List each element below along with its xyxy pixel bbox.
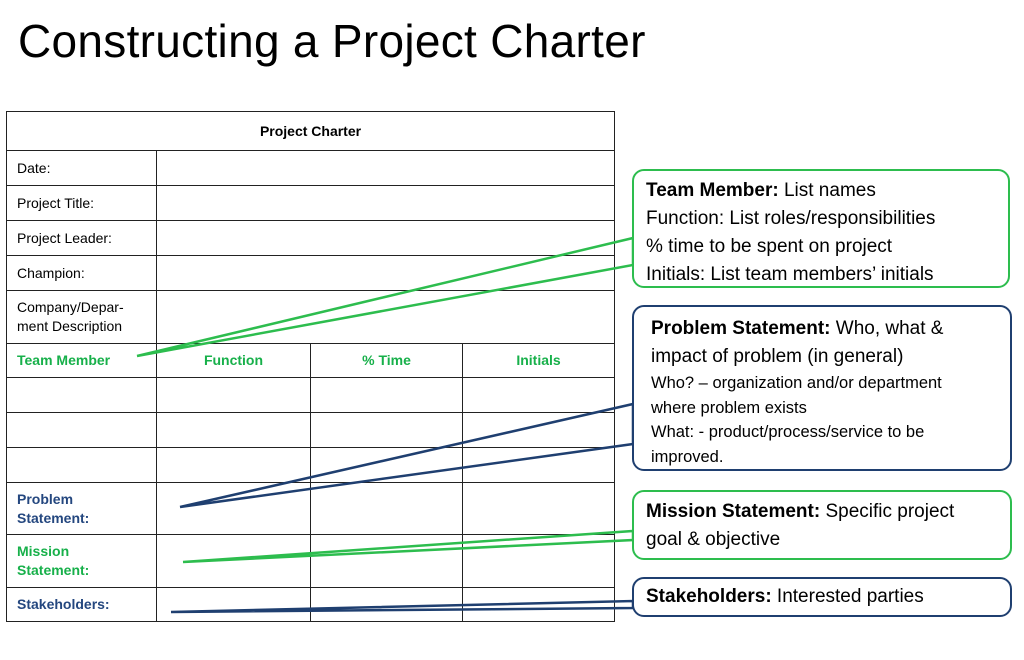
stakeholders-callout-title: Stakeholders:: [646, 586, 772, 607]
initials-header: Initials: [461, 343, 616, 378]
problem-cell[interactable]: [461, 482, 616, 535]
project-leader-label: Project Leader:: [6, 220, 157, 256]
project-title-value-cell[interactable]: [155, 185, 616, 221]
project-leader-value-cell[interactable]: [155, 220, 616, 256]
team-member-callout: Team Member: List names Function: List r…: [632, 169, 1010, 288]
team-callout-line: % time to be spent on project: [646, 236, 893, 257]
stakeholders-label: Stakeholders:: [6, 587, 157, 622]
problem-statement-label: Problem Statement:: [6, 482, 157, 535]
mission-cell[interactable]: [156, 534, 311, 588]
team-cell[interactable]: [6, 412, 157, 448]
team-row: [6, 412, 616, 448]
mission-callout-title-rest: Specific project: [820, 501, 955, 522]
mission-label-line-1: Mission: [17, 543, 70, 560]
team-cell[interactable]: [6, 447, 157, 483]
company-description-label: Company/Depar- ment Description: [6, 290, 157, 344]
team-cell[interactable]: [310, 447, 463, 483]
mission-statement-callout: Mission Statement: Specific project goal…: [632, 490, 1012, 560]
problem-callout-line-2: impact of problem (in general): [651, 346, 904, 367]
team-callout-line: Function: List roles/responsibilities: [646, 208, 936, 229]
team-callout-title-rest: List names: [778, 180, 876, 201]
problem-cell[interactable]: [310, 482, 463, 535]
project-title-label: Project Title:: [6, 185, 157, 221]
date-value-cell[interactable]: [155, 150, 616, 186]
company-description-line-2: ment Description: [17, 318, 123, 334]
mission-cell[interactable]: [310, 534, 463, 588]
mission-callout-line-2: goal & objective: [646, 529, 781, 550]
stakeholders-callout: Stakeholders: Interested parties: [632, 577, 1012, 617]
problem-statement-callout: Problem Statement: Who, what & impact of…: [632, 305, 1012, 471]
mission-callout-title-line: Mission Statement: Specific project: [646, 498, 998, 526]
percent-time-header: % Time: [310, 343, 463, 378]
team-callout-title-line: Team Member: List names: [646, 177, 996, 205]
problem-callout-detail: where problem exists: [651, 398, 807, 417]
stakeholders-cell[interactable]: [156, 587, 311, 622]
team-row: [6, 377, 616, 413]
problem-callout-detail: Who? – organization and/or department: [651, 374, 942, 392]
team-row: [6, 447, 616, 483]
problem-callout-title-line: Problem Statement: Who, what &: [651, 315, 998, 343]
company-description-value-cell[interactable]: [155, 290, 616, 344]
mission-callout-title: Mission Statement:: [646, 501, 821, 522]
problem-cell[interactable]: [156, 482, 311, 535]
team-callout-line: Initials: List team members’ initials: [646, 264, 934, 285]
team-cell[interactable]: [310, 412, 463, 448]
stakeholders-callout-title-rest: Interested parties: [771, 586, 924, 607]
team-callout-title: Team Member:: [646, 180, 779, 201]
team-cell[interactable]: [310, 377, 463, 413]
mission-statement-label: Mission Statement:: [6, 534, 157, 588]
problem-callout-title-rest: Who, what &: [830, 318, 944, 339]
stakeholders-cell[interactable]: [310, 587, 463, 622]
champion-label: Champion:: [6, 255, 157, 291]
date-label: Date:: [6, 150, 157, 186]
champion-value-cell[interactable]: [155, 255, 616, 291]
team-cell[interactable]: [156, 377, 311, 413]
table-header: Project Charter: [5, 111, 616, 151]
team-cell[interactable]: [156, 447, 311, 483]
slide-title: Constructing a Project Charter: [18, 15, 646, 67]
project-charter-table: Project Charter Date: Project Title: Pro…: [5, 111, 616, 622]
problem-callout-detail: improved.: [651, 447, 724, 466]
function-header: Function: [156, 343, 311, 378]
problem-callout-title: Problem Statement:: [651, 318, 831, 339]
team-cell[interactable]: [461, 377, 616, 413]
team-member-header: Team Member: [6, 343, 157, 378]
company-description-line-1: Company/Depar-: [17, 299, 124, 316]
mission-cell[interactable]: [461, 534, 616, 588]
stakeholders-callout-line: Stakeholders: Interested parties: [646, 583, 998, 611]
team-cell[interactable]: [461, 412, 616, 448]
problem-callout-detail: What: - product/process/service to be: [651, 423, 925, 441]
team-cell[interactable]: [156, 412, 311, 448]
stakeholders-cell[interactable]: [461, 587, 616, 622]
team-cell[interactable]: [461, 447, 616, 483]
problem-label-line-1: Problem: [17, 490, 74, 507]
team-cell[interactable]: [6, 377, 157, 413]
mission-label-line-2: Statement:: [17, 562, 90, 578]
problem-label-line-2: Statement:: [17, 509, 90, 526]
